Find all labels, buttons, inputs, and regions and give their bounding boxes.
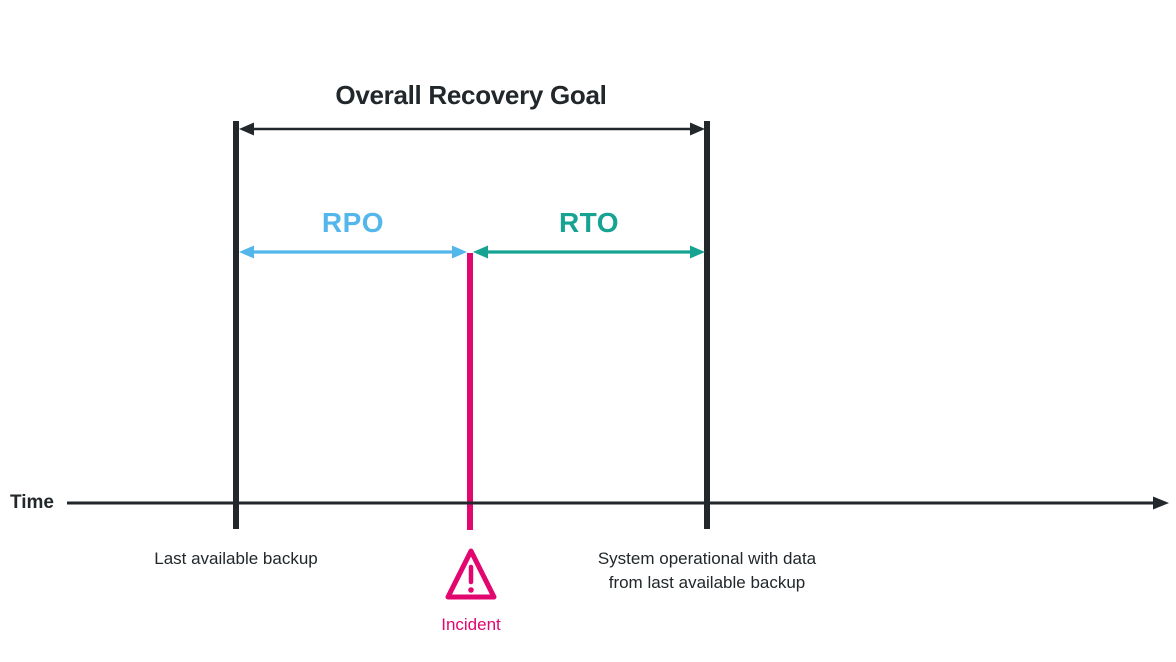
- warning-triangle-icon: [445, 548, 497, 600]
- rpo-arrow: [239, 245, 467, 259]
- incident-marker-line: [467, 253, 473, 530]
- rto-arrow: [473, 245, 705, 259]
- diagram-title: Overall Recovery Goal: [335, 80, 607, 110]
- time-axis-arrow: [67, 496, 1169, 510]
- last-backup-label: Last available backup: [154, 549, 318, 568]
- system-operational-label: System operational with data from last a…: [597, 549, 817, 592]
- last-backup-marker-line: [233, 121, 239, 529]
- rto-label: RTO: [558, 207, 620, 238]
- time-axis-label: Time: [10, 492, 55, 513]
- incident-label: Incident: [441, 615, 501, 634]
- system-operational-marker-line: [704, 121, 710, 529]
- overall-recovery-arrow: [239, 122, 705, 136]
- rpo-label: RPO: [321, 207, 385, 238]
